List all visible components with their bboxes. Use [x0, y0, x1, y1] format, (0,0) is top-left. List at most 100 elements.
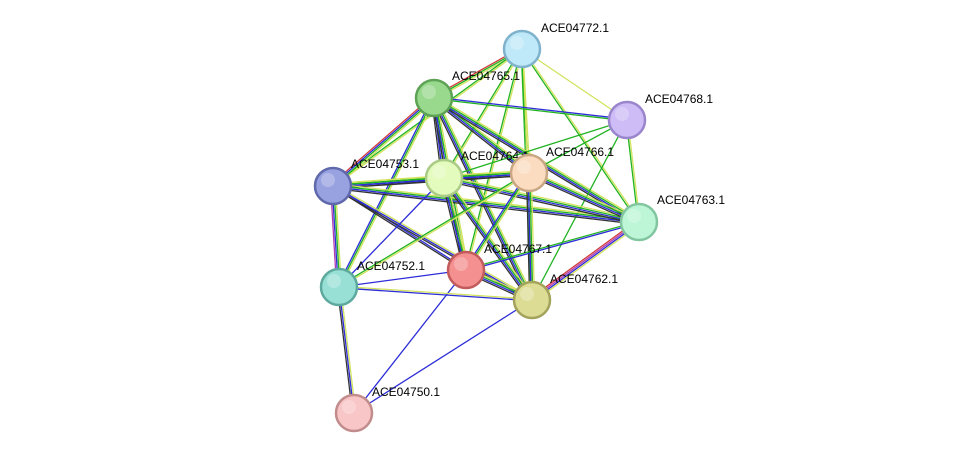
node-circle[interactable] [414, 78, 454, 118]
edge-ACE04764.1-ACE04752.1 [338, 177, 445, 288]
edge-evidence-line [528, 173, 639, 224]
edge-evidence-line [353, 299, 533, 414]
edge-evidence-line [530, 219, 638, 299]
edge-evidence-line [529, 172, 534, 300]
edge-evidence-line [334, 99, 437, 189]
node-ACE04763.1[interactable]: ACE04763.1 [619, 193, 725, 242]
node-circle[interactable] [313, 166, 353, 206]
edge-ACE04764.1-ACE04763.1 [443, 175, 640, 225]
node-label: ACE04765.1 [452, 69, 520, 83]
edge-evidence-line [442, 48, 522, 178]
edge-evidence-line [464, 171, 529, 270]
node-label: ACE04768.1 [645, 92, 713, 106]
node-label: ACE04762.1 [550, 272, 618, 286]
edge-evidence-line [333, 49, 523, 188]
node-ACE04768.1[interactable]: ACE04768.1 [607, 92, 713, 140]
edge-evidence-line [529, 171, 640, 222]
node-label: ACE04767.1 [484, 242, 552, 256]
edge-evidence-line [338, 286, 355, 414]
node-label: ACE04752.1 [357, 259, 425, 273]
edge-evidence-line [338, 287, 532, 302]
node-ACE04767.1[interactable]: ACE04767.1 [446, 242, 552, 290]
node-ACE04772.1[interactable]: ACE04772.1 [502, 21, 609, 69]
edge-evidence-line [433, 98, 529, 175]
edge-evidence-line [443, 119, 628, 179]
edge-evidence-line [531, 220, 639, 300]
edge-ACE04766.1-ACE04767.1 [464, 171, 531, 272]
edge-evidence-line [465, 220, 639, 270]
edge-evidence-line [445, 176, 535, 299]
node-ACE04752.1[interactable]: ACE04752.1 [319, 259, 425, 307]
node-highlight [615, 107, 629, 121]
node-highlight [321, 173, 335, 187]
edge-evidence-line [435, 95, 531, 172]
node-circle[interactable] [319, 267, 359, 307]
edge-ACE04752.1-ACE04762.1 [338, 285, 533, 302]
edge-evidence-line [443, 178, 639, 224]
edge-evidence-line [434, 96, 530, 173]
edge-evidence-line [443, 179, 639, 225]
node-ACE04765.1[interactable]: ACE04765.1 [414, 69, 520, 118]
edge-evidence-line [336, 287, 354, 414]
node-ACE04750.1[interactable]: ACE04750.1 [334, 385, 440, 433]
edge-evidence-line [338, 171, 529, 287]
node-ACE04764.1[interactable]: ACE04764.1 [424, 149, 529, 198]
edge-evidence-line [466, 49, 524, 271]
edge-evidence-line [533, 223, 641, 303]
node-highlight [342, 400, 356, 414]
edge-evidence-line [444, 49, 524, 179]
node-circle[interactable] [334, 393, 374, 433]
edge-ACE04763.1-ACE04762.1 [530, 219, 641, 303]
edge-evidence-line [525, 173, 531, 301]
edge-evidence-line [433, 98, 627, 122]
node-highlight [517, 160, 531, 174]
node-circle[interactable] [512, 280, 552, 320]
nodes-layer: ACE04772.1ACE04765.1ACE04768.1ACE04753.1… [313, 21, 725, 433]
edges-layer [329, 47, 641, 414]
node-ACE04762.1[interactable]: ACE04762.1 [512, 272, 618, 320]
node-circle[interactable] [509, 153, 549, 193]
node-label: ACE04763.1 [657, 193, 725, 207]
edge-evidence-line [330, 95, 433, 185]
node-circle[interactable] [607, 100, 647, 140]
edge-evidence-line [431, 98, 531, 302]
node-label: ACE04764.1 [461, 149, 529, 163]
edge-evidence-line [466, 173, 531, 272]
edge-evidence-line [333, 184, 534, 300]
edge-ACE04763.1-ACE04767.1 [465, 220, 640, 272]
edge-evidence-line [466, 222, 640, 272]
edge-ACE04767.1-ACE04752.1 [338, 269, 467, 288]
edge-ACE04772.1-ACE04764.1 [442, 48, 524, 179]
node-circle[interactable] [446, 250, 486, 290]
node-highlight [627, 209, 641, 223]
edge-evidence-line [520, 49, 639, 223]
edge-ACE04768.1-ACE04764.1 [443, 119, 628, 179]
node-ACE04766.1[interactable]: ACE04766.1 [509, 145, 614, 193]
edge-evidence-line [339, 286, 357, 413]
node-highlight [510, 36, 524, 50]
node-ACE04753.1[interactable]: ACE04753.1 [313, 157, 419, 206]
edge-ACE04765.1-ACE04768.1 [433, 96, 628, 122]
edge-ACE04765.1-ACE04766.1 [432, 95, 531, 176]
edge-evidence-line [444, 176, 640, 222]
node-highlight [454, 257, 468, 271]
node-circle[interactable] [619, 202, 659, 242]
edge-ACE04766.1-ACE04763.1 [527, 170, 641, 225]
edge-evidence-line [338, 269, 467, 288]
edge-evidence-line [532, 222, 640, 302]
edge-evidence-line [339, 173, 530, 289]
edge-ACE04772.1-ACE04768.1 [521, 48, 628, 121]
node-highlight [422, 85, 436, 99]
edge-evidence-line [527, 173, 532, 301]
edge-evidence-line [434, 96, 628, 120]
node-label: ACE04766.1 [546, 145, 614, 159]
node-label: ACE04753.1 [351, 157, 419, 171]
node-circle[interactable] [502, 29, 542, 69]
edge-ACE04766.1-ACE04752.1 [338, 171, 530, 289]
node-label: ACE04772.1 [541, 21, 609, 35]
edge-evidence-line [444, 175, 640, 221]
node-circle[interactable] [424, 158, 464, 198]
node-highlight [327, 274, 341, 288]
edge-evidence-line [441, 179, 531, 302]
